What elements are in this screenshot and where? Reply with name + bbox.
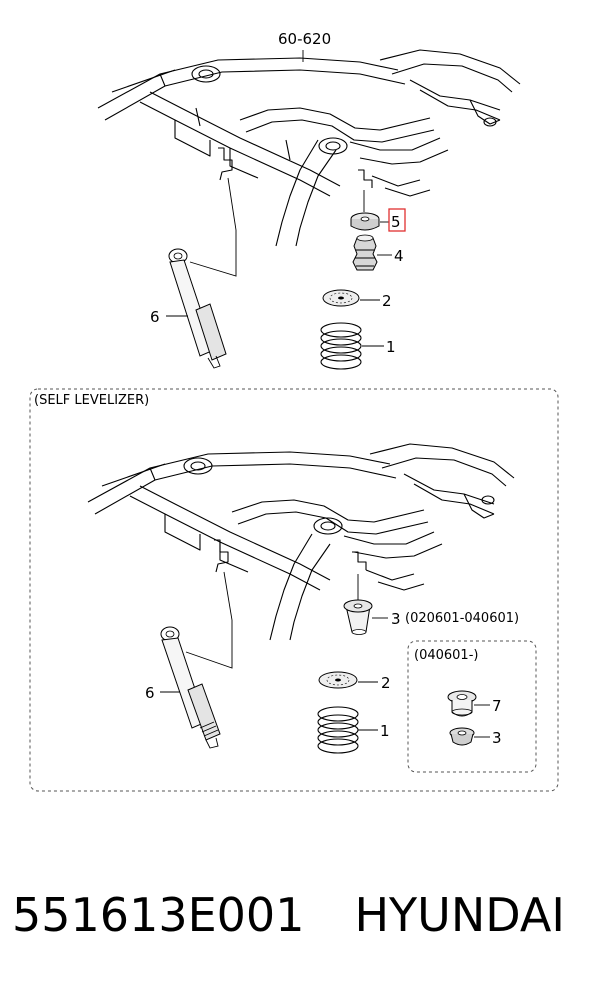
self-levelizer-title: (SELF LEVELIZER) — [34, 393, 149, 408]
callout-4: 4 — [394, 247, 404, 265]
callout-2: 2 — [382, 292, 392, 310]
self-levelizer-box — [29, 388, 559, 792]
part-5-highlight-box — [388, 208, 406, 232]
part-1-coil-spring — [320, 322, 362, 370]
callout-6: 6 — [150, 308, 160, 326]
upper-assembly: 60-620 — [97, 30, 521, 370]
part-2-spring-seat-lower — [318, 671, 358, 689]
inset-title: (040601-) — [414, 648, 478, 663]
lower-assembly: (SELF LEVELIZER) — [29, 388, 559, 792]
upper-frame-drawing — [97, 49, 521, 247]
part-2-spring-seat — [322, 289, 360, 307]
part-6-shock-absorber-lower — [160, 626, 221, 749]
callout-3-lower: 3 — [391, 610, 401, 628]
callout-1: 1 — [386, 338, 396, 356]
callout-3-date-range: (020601-040601) — [405, 611, 519, 626]
part-footer: 551613E001 HYUNDAI — [12, 880, 592, 950]
part-3-lower-seat — [449, 727, 475, 746]
part-6-shock-absorber — [168, 248, 227, 369]
callout-2-lower: 2 — [381, 674, 391, 692]
callout-5: 5 — [391, 213, 401, 231]
inset-box — [407, 640, 537, 773]
part-1-coil-spring-lower — [317, 706, 359, 754]
part-5-spring-pad — [350, 212, 380, 231]
part-number: 551613E001 — [12, 888, 305, 942]
callout-1-lower: 1 — [380, 722, 390, 740]
callout-3-inset: 3 — [492, 729, 502, 747]
brand-name: HYUNDAI — [354, 888, 565, 942]
ref-code-label: 60-620 — [278, 30, 331, 48]
lower-frame-drawing — [87, 443, 515, 641]
part-3-levelizer-seat — [343, 599, 373, 635]
callout-7: 7 — [492, 697, 502, 715]
part-7-upper-seat — [447, 690, 477, 717]
inset-040601: (040601-) 7 3 — [407, 640, 537, 773]
callout-6-lower: 6 — [145, 684, 155, 702]
part-4-bump-stopper — [352, 234, 378, 271]
